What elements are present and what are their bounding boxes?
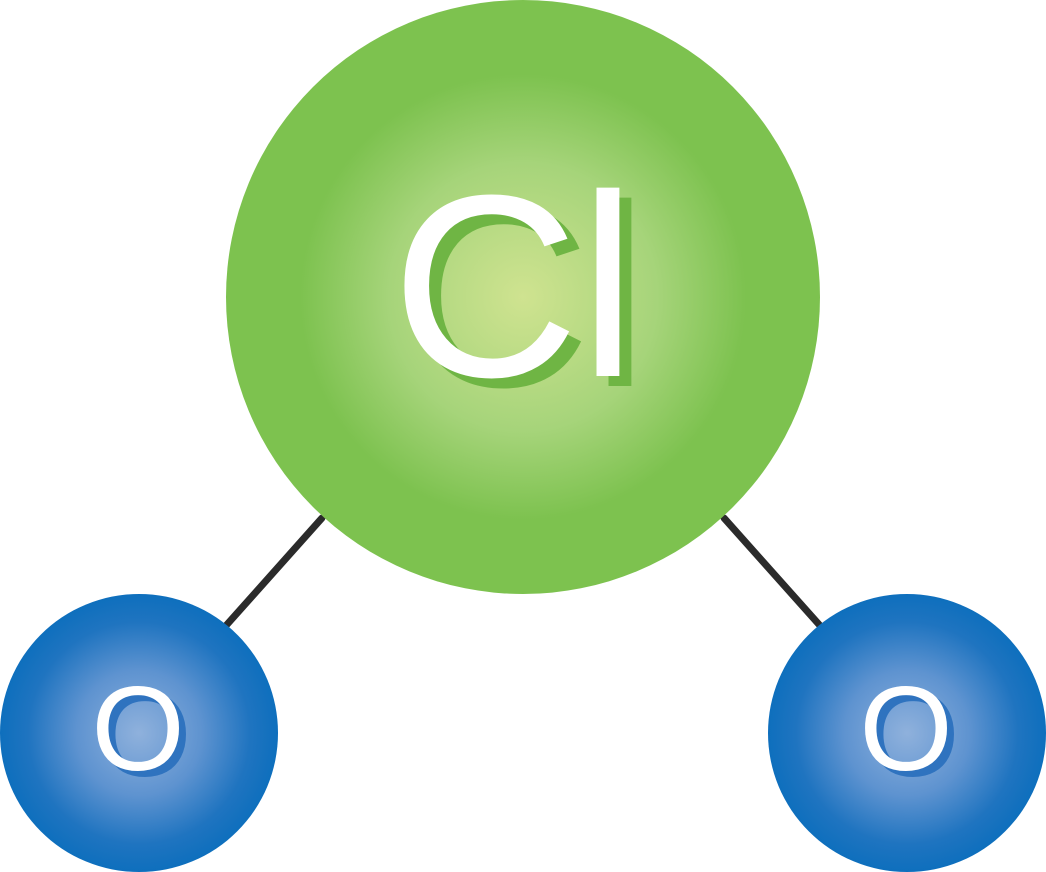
oxygen-atom-right: O O	[768, 594, 1046, 872]
oxygen-symbol-right: O	[859, 662, 952, 796]
oxygen-symbol-left: O	[91, 662, 184, 796]
oxygen-symbol-right-shadow: O	[866, 668, 959, 802]
chlorine-symbol: Cl	[391, 142, 637, 432]
chlorine-symbol-shadow: Cl	[403, 152, 649, 442]
oxygen-symbol-left-shadow: O	[98, 668, 191, 802]
oxygen-atom-left: O O	[0, 594, 278, 872]
chlorine-atom: Cl Cl	[226, 0, 820, 594]
